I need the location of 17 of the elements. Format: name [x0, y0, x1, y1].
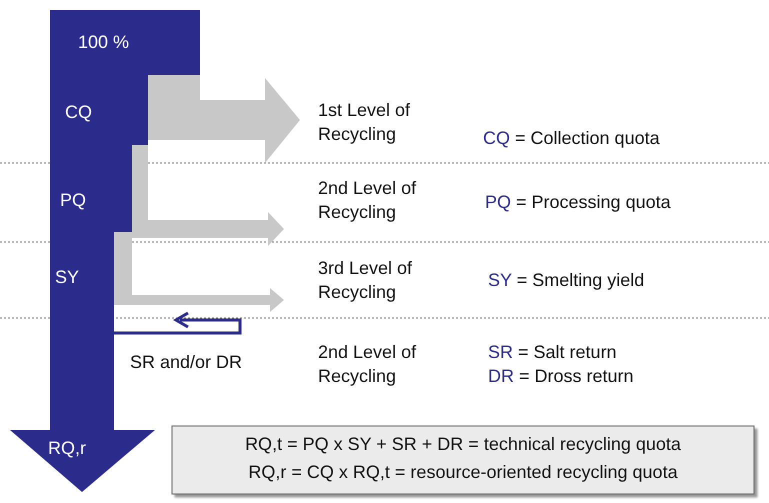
level-label: 1st Level of Recycling — [318, 99, 412, 146]
definition-text: CQ = Collection quota — [483, 127, 661, 150]
definition-text: PQ = Processing quota — [485, 191, 672, 214]
definition-text: SY = Smelting yield — [488, 269, 646, 292]
level-label: 2nd Level of Recycling — [318, 341, 418, 388]
band-label: 100 % — [78, 31, 130, 54]
band-label: CQ — [65, 101, 93, 124]
formula-text: RQ,t = PQ x SY + SR + DR = technical recycling quota — [244, 433, 682, 456]
level-label: 2nd Level of Recycling — [318, 177, 418, 224]
return-label: SR and/or DR — [130, 351, 244, 374]
level-label: 3rd Level of Recycling — [318, 257, 414, 304]
definition-text: DR = Dross return — [488, 365, 635, 388]
band-label: PQ — [60, 189, 88, 212]
definition-text: SR = Salt return — [488, 341, 618, 364]
band-label: RQ,r — [48, 437, 87, 460]
band-label: SY — [55, 266, 80, 289]
formula-text: RQ,r = CQ x RQ,t = resource-oriented recycling quota — [247, 461, 679, 484]
